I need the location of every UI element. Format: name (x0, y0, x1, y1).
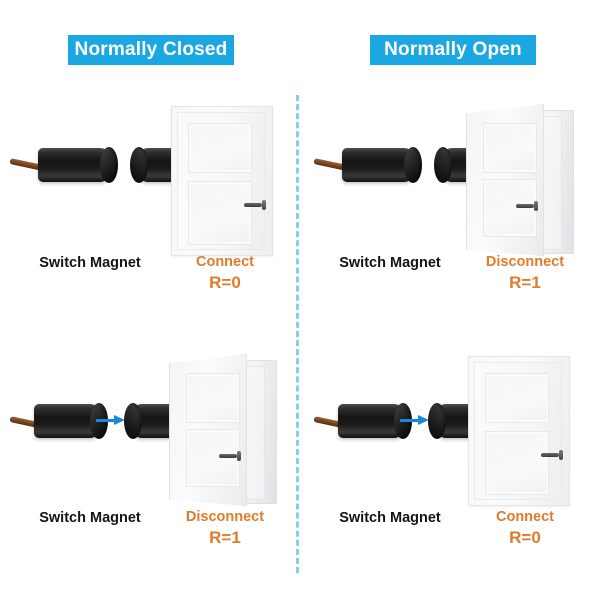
state-text: Connect (496, 509, 554, 525)
arrow-head (114, 415, 125, 425)
state-caption: Disconnect R=1 (460, 252, 590, 293)
door-illustration-open (460, 104, 580, 256)
state-caption: Connect R=0 (160, 252, 290, 293)
door-handle-icon (244, 200, 266, 210)
door-panel-bottom (485, 431, 549, 495)
panel-normally-closed-rest: Switch Magnet Connect R=0 (0, 100, 300, 350)
door-leaf (169, 354, 247, 506)
reed-switch-body (34, 403, 108, 439)
door-handle-icon (541, 450, 563, 460)
panel-normally-closed-actuated: Switch Magnet Disconnect R=1 (0, 350, 300, 600)
reed-switch-body (342, 147, 422, 183)
sensor-caption: Switch Magnet (339, 510, 441, 526)
sensor-caption: Switch Magnet (39, 510, 141, 526)
door-closed (468, 356, 570, 506)
door-handle-icon (516, 201, 538, 211)
sensor-magnet-pair (9, 140, 206, 200)
door-panel-top (483, 123, 537, 173)
resistance-text: R=1 (209, 528, 241, 547)
door-handle-icon (219, 451, 241, 461)
door-open (460, 104, 580, 256)
state-text: Disconnect (485, 254, 565, 270)
header-badge-normally-open: Normally Open (370, 35, 536, 65)
door-leaf (466, 104, 544, 256)
sensor-magnet-pair (313, 390, 502, 450)
state-caption: Disconnect R=1 (160, 507, 290, 548)
state-text: Disconnect (185, 509, 265, 525)
header-badge-normally-closed: Normally Closed (68, 35, 234, 65)
resistance-text: R=1 (509, 273, 541, 292)
door-illustration-open (163, 354, 283, 506)
door-panel-top (186, 373, 240, 423)
door-illustration-closed (163, 104, 283, 256)
door-panel-bottom (188, 181, 252, 245)
door-open (163, 354, 283, 506)
arrow-shaft (96, 419, 116, 422)
door-closed (171, 106, 273, 256)
sensor-caption: Switch Magnet (39, 255, 141, 271)
door-leaf (177, 112, 265, 250)
arrow-shaft (400, 419, 420, 422)
sensor-magnet-pair (9, 390, 198, 450)
motion-arrow-icon (96, 415, 126, 426)
door-panel-bottom (186, 429, 240, 487)
sensor-magnet-pair (313, 140, 510, 200)
sensor-caption: Switch Magnet (339, 255, 441, 271)
resistance-text: R=0 (209, 273, 241, 292)
reed-switch-body (338, 403, 412, 439)
state-caption: Connect R=0 (460, 507, 590, 548)
door-panel-bottom (483, 179, 537, 237)
column-divider (296, 95, 299, 573)
resistance-text: R=0 (509, 528, 541, 547)
door-panel-top (485, 373, 549, 423)
door-leaf (474, 362, 562, 500)
arrow-head (418, 415, 429, 425)
motion-arrow-icon (400, 415, 430, 426)
reed-switch-body (38, 147, 118, 183)
door-illustration-closed (460, 354, 580, 506)
state-text: Connect (196, 254, 254, 270)
panel-normally-open-rest: Switch Magnet Disconnect R=1 (300, 100, 600, 350)
door-panel-top (188, 123, 252, 173)
panel-normally-open-actuated: Switch Magnet Connect R=0 (300, 350, 600, 600)
